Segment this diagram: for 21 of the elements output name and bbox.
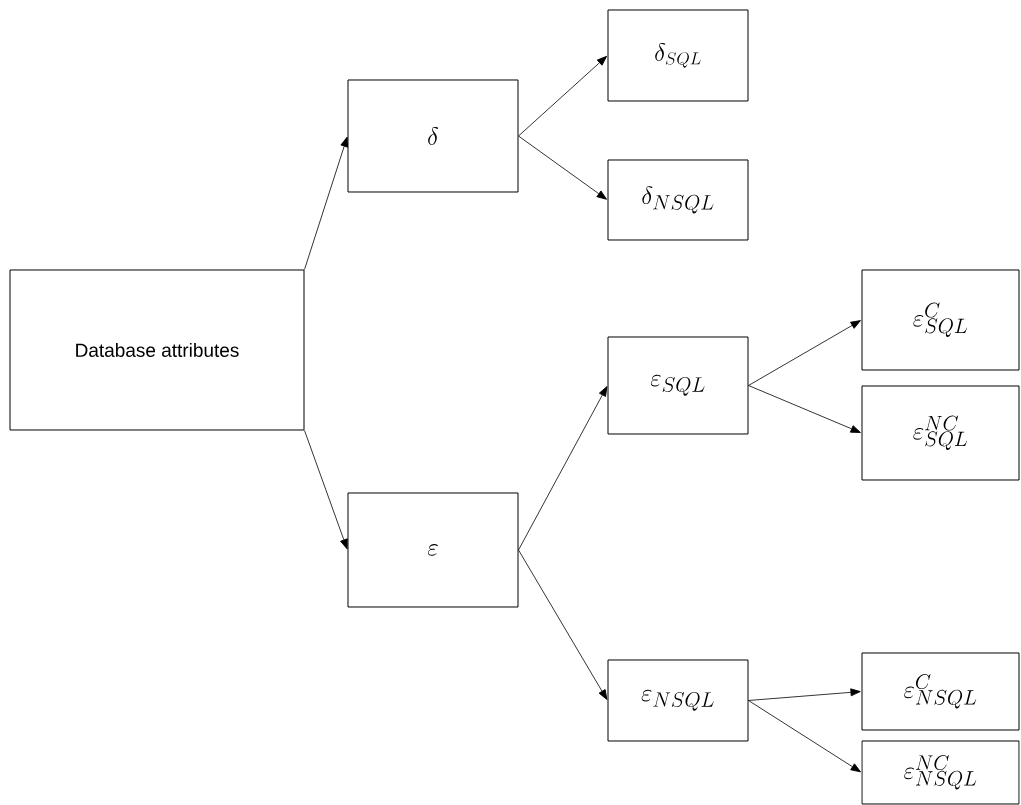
process-box: $\delta$ <box>347 79 519 193</box>
arrow <box>748 320 861 386</box>
process-box: $\varepsilon_{NSQL}$ <box>607 659 749 742</box>
process-box: $\delta_{NSQL}$ <box>607 159 749 241</box>
arrow <box>304 136 348 270</box>
process-box: $\varepsilon_{NSQL}^{NC}$ <box>861 740 1020 805</box>
process-box: $\varepsilon_{NSQL}^{C}$ <box>861 652 1020 731</box>
process-box: Database attributes <box>9 269 305 431</box>
process-box: $\delta_{SQL}$ <box>607 9 749 102</box>
arrow <box>748 700 861 773</box>
process-box: $\varepsilon_{SQL}$ <box>607 336 749 435</box>
process-box: $\varepsilon_{SQL}^{NC}$ <box>861 385 1020 481</box>
arrow <box>304 430 348 550</box>
process-box: $\varepsilon_{SQL}^{C}$ <box>861 269 1020 371</box>
arrow <box>748 688 861 701</box>
arrow <box>518 386 608 551</box>
arrow <box>748 385 861 433</box>
process-box: $\varepsilon$ <box>347 492 519 608</box>
arrow <box>518 549 608 700</box>
arrow <box>518 135 607 200</box>
arrow <box>518 55 608 137</box>
